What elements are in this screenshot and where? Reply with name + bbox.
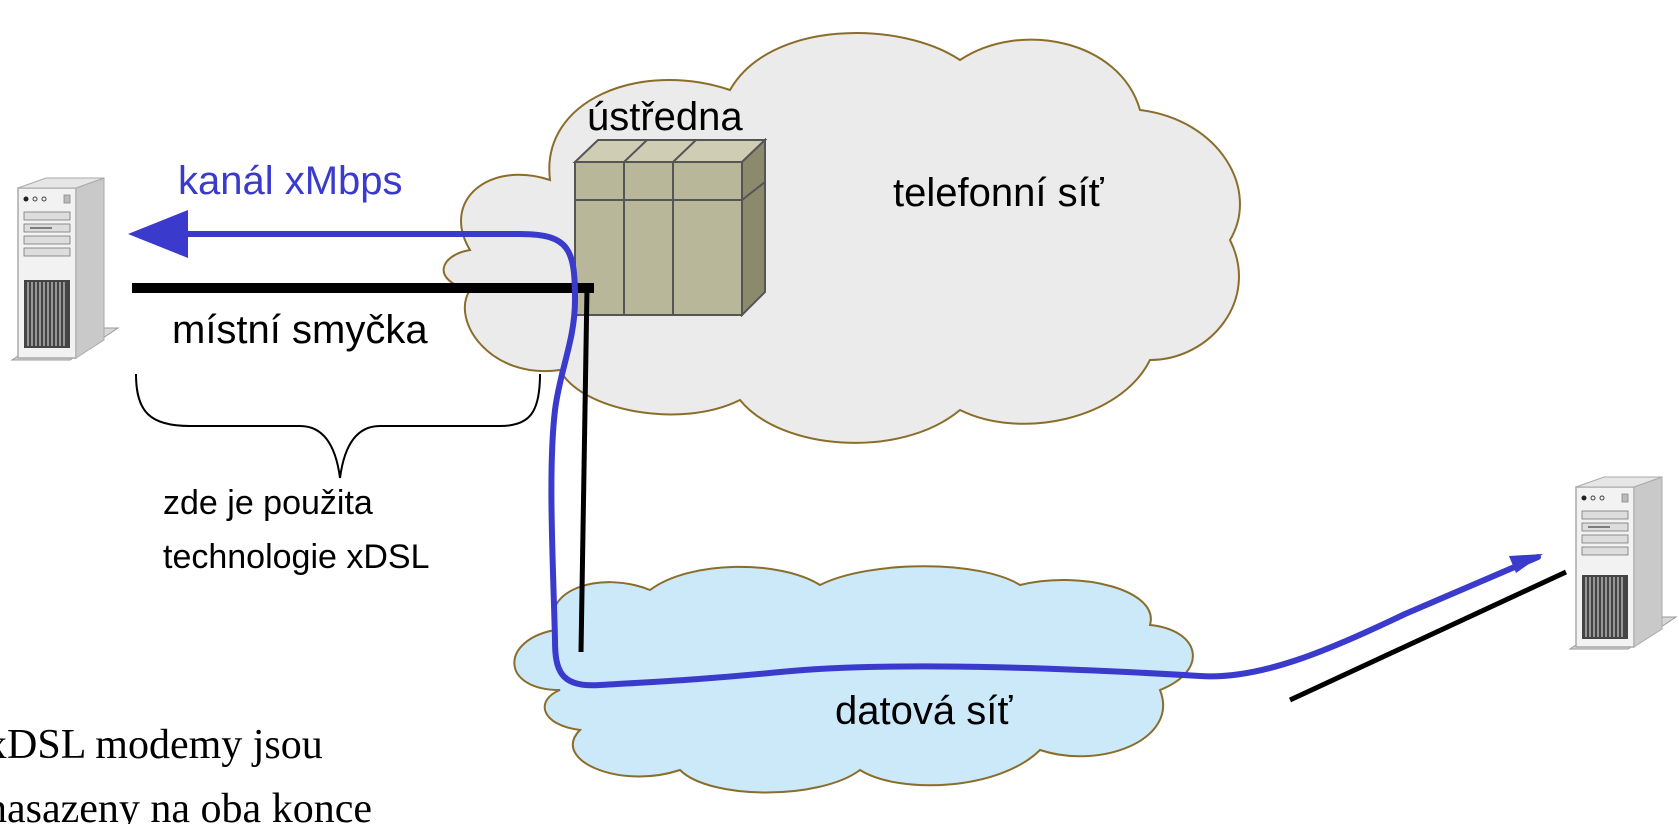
- data-network-to-server-line: [1288, 569, 1568, 703]
- data-network-label: datová síť: [835, 689, 1013, 733]
- exchange-label: ústředna: [587, 95, 743, 139]
- xdsl-note-line1: zde je použita: [163, 484, 373, 522]
- telephone-network-label: telefonní síť: [893, 171, 1105, 215]
- telephone-exchange-icon: [572, 137, 768, 318]
- data-network-cloud: [513, 565, 1194, 794]
- channel-arrowhead-right: [1509, 554, 1543, 573]
- local-loop-brace: [135, 373, 541, 479]
- local-loop-label: místní smyčka: [172, 308, 428, 352]
- exchange-to-data-network-line: [578, 287, 590, 653]
- telephone-network-cloud: [442, 32, 1241, 444]
- channel-label: kanál xMbps: [178, 159, 403, 203]
- channel-path: [128, 210, 1541, 689]
- server-tower-icon: [1568, 476, 1678, 650]
- xdsl-note-line2: technologie xDSL: [163, 538, 430, 576]
- server-tower-icon: [10, 177, 120, 361]
- modems-note-line2: nasazeny na oba konce: [0, 786, 372, 824]
- modems-note-line1: xDSL modemy jsou: [0, 722, 323, 768]
